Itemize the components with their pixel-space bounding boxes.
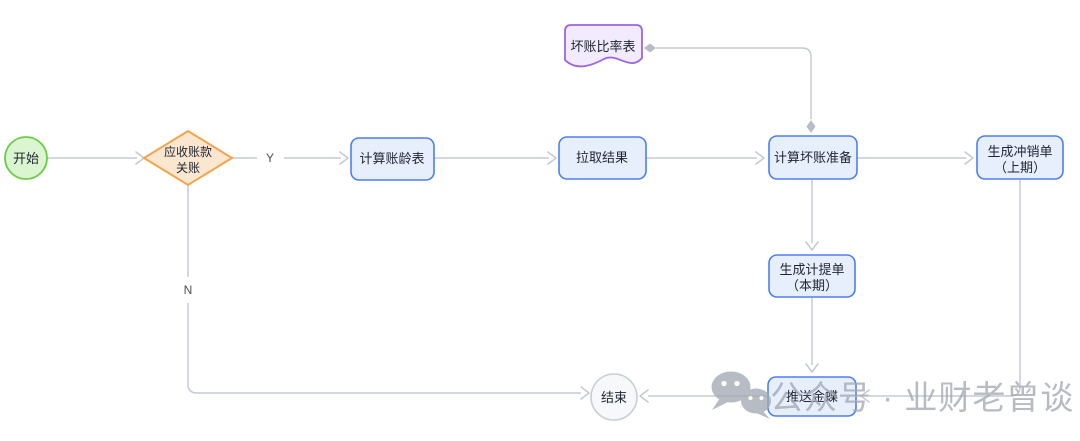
arrowhead-down-icon xyxy=(805,241,819,251)
arrowhead-right-icon xyxy=(755,151,765,165)
arrowhead-down-icon xyxy=(805,363,819,373)
edge-line xyxy=(187,303,581,394)
arrowhead-right-icon xyxy=(580,386,590,400)
watermark: 公众号 · 业财老曾谈 xyxy=(711,371,1074,419)
arrowhead-right-icon xyxy=(547,151,557,165)
process-box xyxy=(558,136,647,180)
process-label: 拉取结果 xyxy=(576,150,628,165)
edge-line xyxy=(656,47,812,119)
edge-ratio-doc-to-calc-bad-debt xyxy=(644,43,816,133)
edge-decision-yes-to-calc-aging: Y xyxy=(232,151,349,165)
end-label: 结束 xyxy=(601,390,627,405)
wechat-icon xyxy=(711,371,771,419)
process-box xyxy=(976,135,1064,180)
end-circle xyxy=(590,373,638,421)
arrowhead-right-icon xyxy=(339,151,349,165)
decision-label-line2: 关账 xyxy=(176,161,200,175)
watermark-text: 公众号 · 业财老曾谈 xyxy=(770,379,1074,416)
decision-ar-closing-node: 应收账款 关账 xyxy=(142,129,234,187)
document-shape xyxy=(564,24,643,68)
process-label: 计算坏账准备 xyxy=(774,150,852,165)
document-bad-debt-ratio-node: 坏账比率表 xyxy=(564,24,643,68)
arrowhead-left-icon xyxy=(860,389,870,403)
edge-line xyxy=(869,180,1021,397)
edge-decision-no-to-end: N xyxy=(184,186,590,400)
edge-calc-aging-to-fetch-result xyxy=(434,151,557,165)
start-label: 开始 xyxy=(13,151,39,166)
decision-diamond xyxy=(142,129,234,187)
process-label-line2: （上期） xyxy=(994,160,1046,175)
diamond-endpoint-icon xyxy=(644,43,656,53)
document-label: 坏账比率表 xyxy=(570,39,635,54)
process-generate-writeoff-node: 生成冲销单 （上期） xyxy=(976,135,1064,180)
edge-start-to-decision xyxy=(47,151,145,165)
process-box xyxy=(768,135,858,180)
edge-fetch-result-to-calc-bad-debt xyxy=(646,151,765,165)
process-box xyxy=(768,254,856,298)
end-node: 结束 xyxy=(590,373,638,421)
process-generate-accrual-node: 生成计提单 （本期） xyxy=(768,254,856,298)
edge-calc-bad-debt-to-writeoff xyxy=(857,151,974,165)
process-label: 计算账龄表 xyxy=(359,151,424,166)
edge-label-yes: Y xyxy=(266,151,274,165)
process-fetch-result-node: 拉取结果 xyxy=(558,136,647,180)
edge-writeoff-to-push-kingdee xyxy=(860,180,1021,403)
edge-calc-bad-debt-to-accrual xyxy=(805,180,819,251)
edge-label-no: N xyxy=(184,283,193,297)
diamond-endpoint-icon xyxy=(806,120,816,133)
process-label-line1: 生成计提单 xyxy=(779,262,844,277)
process-calc-aging-table-node: 计算账龄表 xyxy=(350,137,435,181)
start-node: 开始 xyxy=(4,136,48,180)
decision-label-line1: 应收账款 xyxy=(164,144,212,159)
process-box xyxy=(350,137,435,181)
process-label-line1: 生成冲销单 xyxy=(987,144,1052,159)
process-calc-bad-debt-provision-node: 计算坏账准备 xyxy=(768,135,858,180)
process-label-line2: （本期） xyxy=(786,278,838,293)
arrowhead-right-icon xyxy=(964,151,974,165)
edge-accrual-to-push-kingdee xyxy=(805,297,819,373)
arrowhead-left-icon xyxy=(639,389,649,403)
process-push-kingdee-node: 推送金蝶 xyxy=(767,376,857,417)
process-label: 推送金蝶 xyxy=(786,389,838,404)
start-circle xyxy=(4,136,48,180)
